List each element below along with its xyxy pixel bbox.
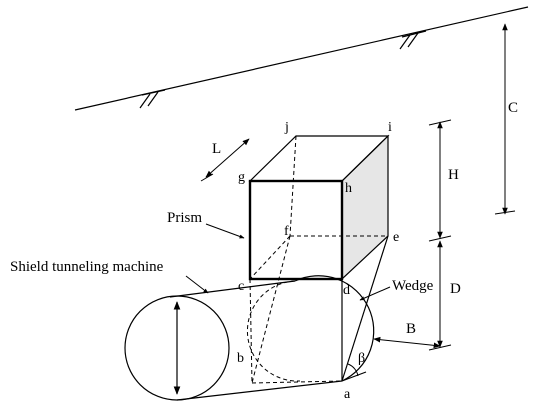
prism — [248, 134, 390, 281]
dimension-d-label: D — [450, 281, 461, 297]
label-prism: Prism — [167, 210, 202, 226]
dimension-c-label: C — [508, 100, 518, 116]
point-i: i — [388, 120, 392, 135]
dimension-l-label: L — [212, 141, 221, 157]
point-a: a — [344, 387, 351, 402]
label-wedge: Wedge — [392, 278, 434, 294]
point-g: g — [238, 170, 245, 185]
label-wedge-group: Wedge — [359, 278, 434, 301]
dimension-b-label: B — [406, 321, 416, 337]
dimension-h-label: H — [448, 167, 459, 183]
label-prism-group: Prism — [167, 210, 245, 239]
dimension-d: D — [428, 240, 461, 351]
dimension-b: B — [373, 321, 441, 349]
dimension-l: L — [200, 138, 250, 182]
ground-symbol-right — [399, 30, 427, 50]
point-f: f — [284, 224, 289, 239]
point-c: c — [238, 279, 244, 294]
point-e: e — [393, 230, 399, 245]
point-j: j — [284, 120, 289, 135]
angle-beta: β — [358, 351, 365, 366]
ground-surface — [74, 6, 529, 111]
point-d: d — [343, 283, 350, 298]
wedge — [249, 235, 389, 384]
label-shield-machine: Shield tunneling machine — [10, 259, 164, 275]
dimension-c: C — [494, 23, 518, 215]
label-shield-group: Shield tunneling machine — [10, 259, 209, 294]
dimension-h: H — [428, 119, 459, 242]
ground-symbol-left — [139, 89, 166, 109]
point-h: h — [345, 181, 352, 196]
point-b: b — [237, 351, 244, 366]
shield-machine — [124, 275, 375, 401]
